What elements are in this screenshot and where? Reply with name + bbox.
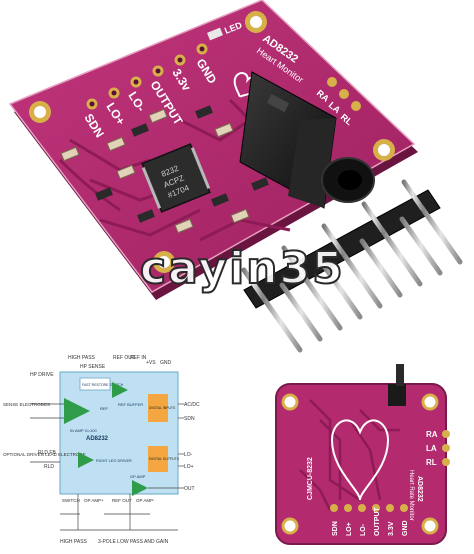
mounting-holes xyxy=(29,11,395,273)
back-electrode-ra: RA xyxy=(426,430,438,439)
label-sense-electrodes: SENSE ELECTRODES xyxy=(3,402,50,407)
label-lowpass: 3-POLE LOW PASS AND GAIN xyxy=(98,539,169,545)
pcb-top xyxy=(8,0,416,293)
label-out: OUT xyxy=(184,486,195,492)
label-ref: REF xyxy=(100,406,109,411)
label-ref-in: REF IN xyxy=(130,355,147,361)
back-pin-lo-minus: LO- xyxy=(360,523,367,536)
back-pcb: CJMCU-8232 AD8232 Heart Rate Monitor RA … xyxy=(275,364,450,545)
label-vs: +VS xyxy=(146,360,156,366)
back-title: AD8232 xyxy=(416,476,423,502)
pin-header xyxy=(241,179,463,353)
label-op-amp: OP AMP xyxy=(130,474,146,479)
block-diagram: HIGH PASS HP SENSE REF OUT REF IN +VS GN… xyxy=(0,350,232,549)
label-sdn: SDN xyxy=(184,416,195,422)
label-hp-sense: HP SENSE xyxy=(80,364,106,370)
label-rld-driver: RIGHT LEG DRIVER xyxy=(96,459,132,463)
label-switch: SWITCH xyxy=(62,498,80,503)
back-electrode-rl: RL xyxy=(426,458,437,467)
back-model-label: CJMCU-8232 xyxy=(307,457,314,500)
label-optional-driven-lead: OPTIONAL DRIVEN LEAD ELECTRODE xyxy=(3,452,86,457)
label-op-amp-plus: OP AMP+ xyxy=(84,498,104,503)
label-rld-fb: RLD FB xyxy=(38,450,56,456)
back-pin-output: OUTPUT xyxy=(374,507,381,537)
label-op-amp-minus: OP AMP- xyxy=(136,498,155,503)
label-digital-inputs: DIGITAL INPUTS xyxy=(149,406,176,410)
digital-inputs-block xyxy=(148,394,168,422)
watermark: cayin35 xyxy=(139,242,345,295)
label-ref-buffer: REF BUFFER xyxy=(118,402,143,407)
label-high-pass-top: HIGH PASS xyxy=(68,355,96,361)
label-hp-drive: HP DRIVE xyxy=(30,372,54,378)
label-high-pass-bottom: HIGH PASS xyxy=(60,539,88,545)
main-pcb: GND 3.3v OUTPUT LO- LO+ SDN LED AD8232 H… xyxy=(8,0,418,300)
label-gnd: GND xyxy=(160,360,172,366)
back-pin-sdn: SDN xyxy=(332,521,339,536)
digital-outputs-block xyxy=(148,446,168,472)
label-lo-plus: LO+ xyxy=(184,464,194,470)
label-refout-bottom: REF OUT xyxy=(112,498,132,503)
back-subtitle: Heart Rate Monitor xyxy=(408,470,414,521)
label-in-amp: IN AMP G=100 xyxy=(70,428,97,433)
label-chip-name: AD8232 xyxy=(86,436,109,442)
label-ac-dc: AC/DC xyxy=(184,402,200,408)
back-pin-3v3: 3.3V xyxy=(388,521,395,536)
back-electrode-la: LA xyxy=(426,444,437,453)
label-lo-minus: LO- xyxy=(184,452,193,458)
back-pin-gnd: GND xyxy=(402,520,409,536)
back-pin-lo-plus: LO+ xyxy=(346,522,353,536)
header-pads xyxy=(86,43,361,111)
smd-components xyxy=(60,105,269,234)
audio-jack xyxy=(239,71,375,209)
label-ref-out: REF OUT xyxy=(113,355,135,361)
label-fast-restore: FAST RESTORE SWITCH xyxy=(82,383,124,387)
label-digital-outputs: DIGITAL OUTPUTS xyxy=(149,457,180,461)
ad8232-chip: 8232 ACPZ #1704 xyxy=(141,143,211,213)
back-heart-icon xyxy=(330,419,390,501)
label-rld: RLD xyxy=(44,464,54,470)
in-amp-icon xyxy=(64,398,90,424)
